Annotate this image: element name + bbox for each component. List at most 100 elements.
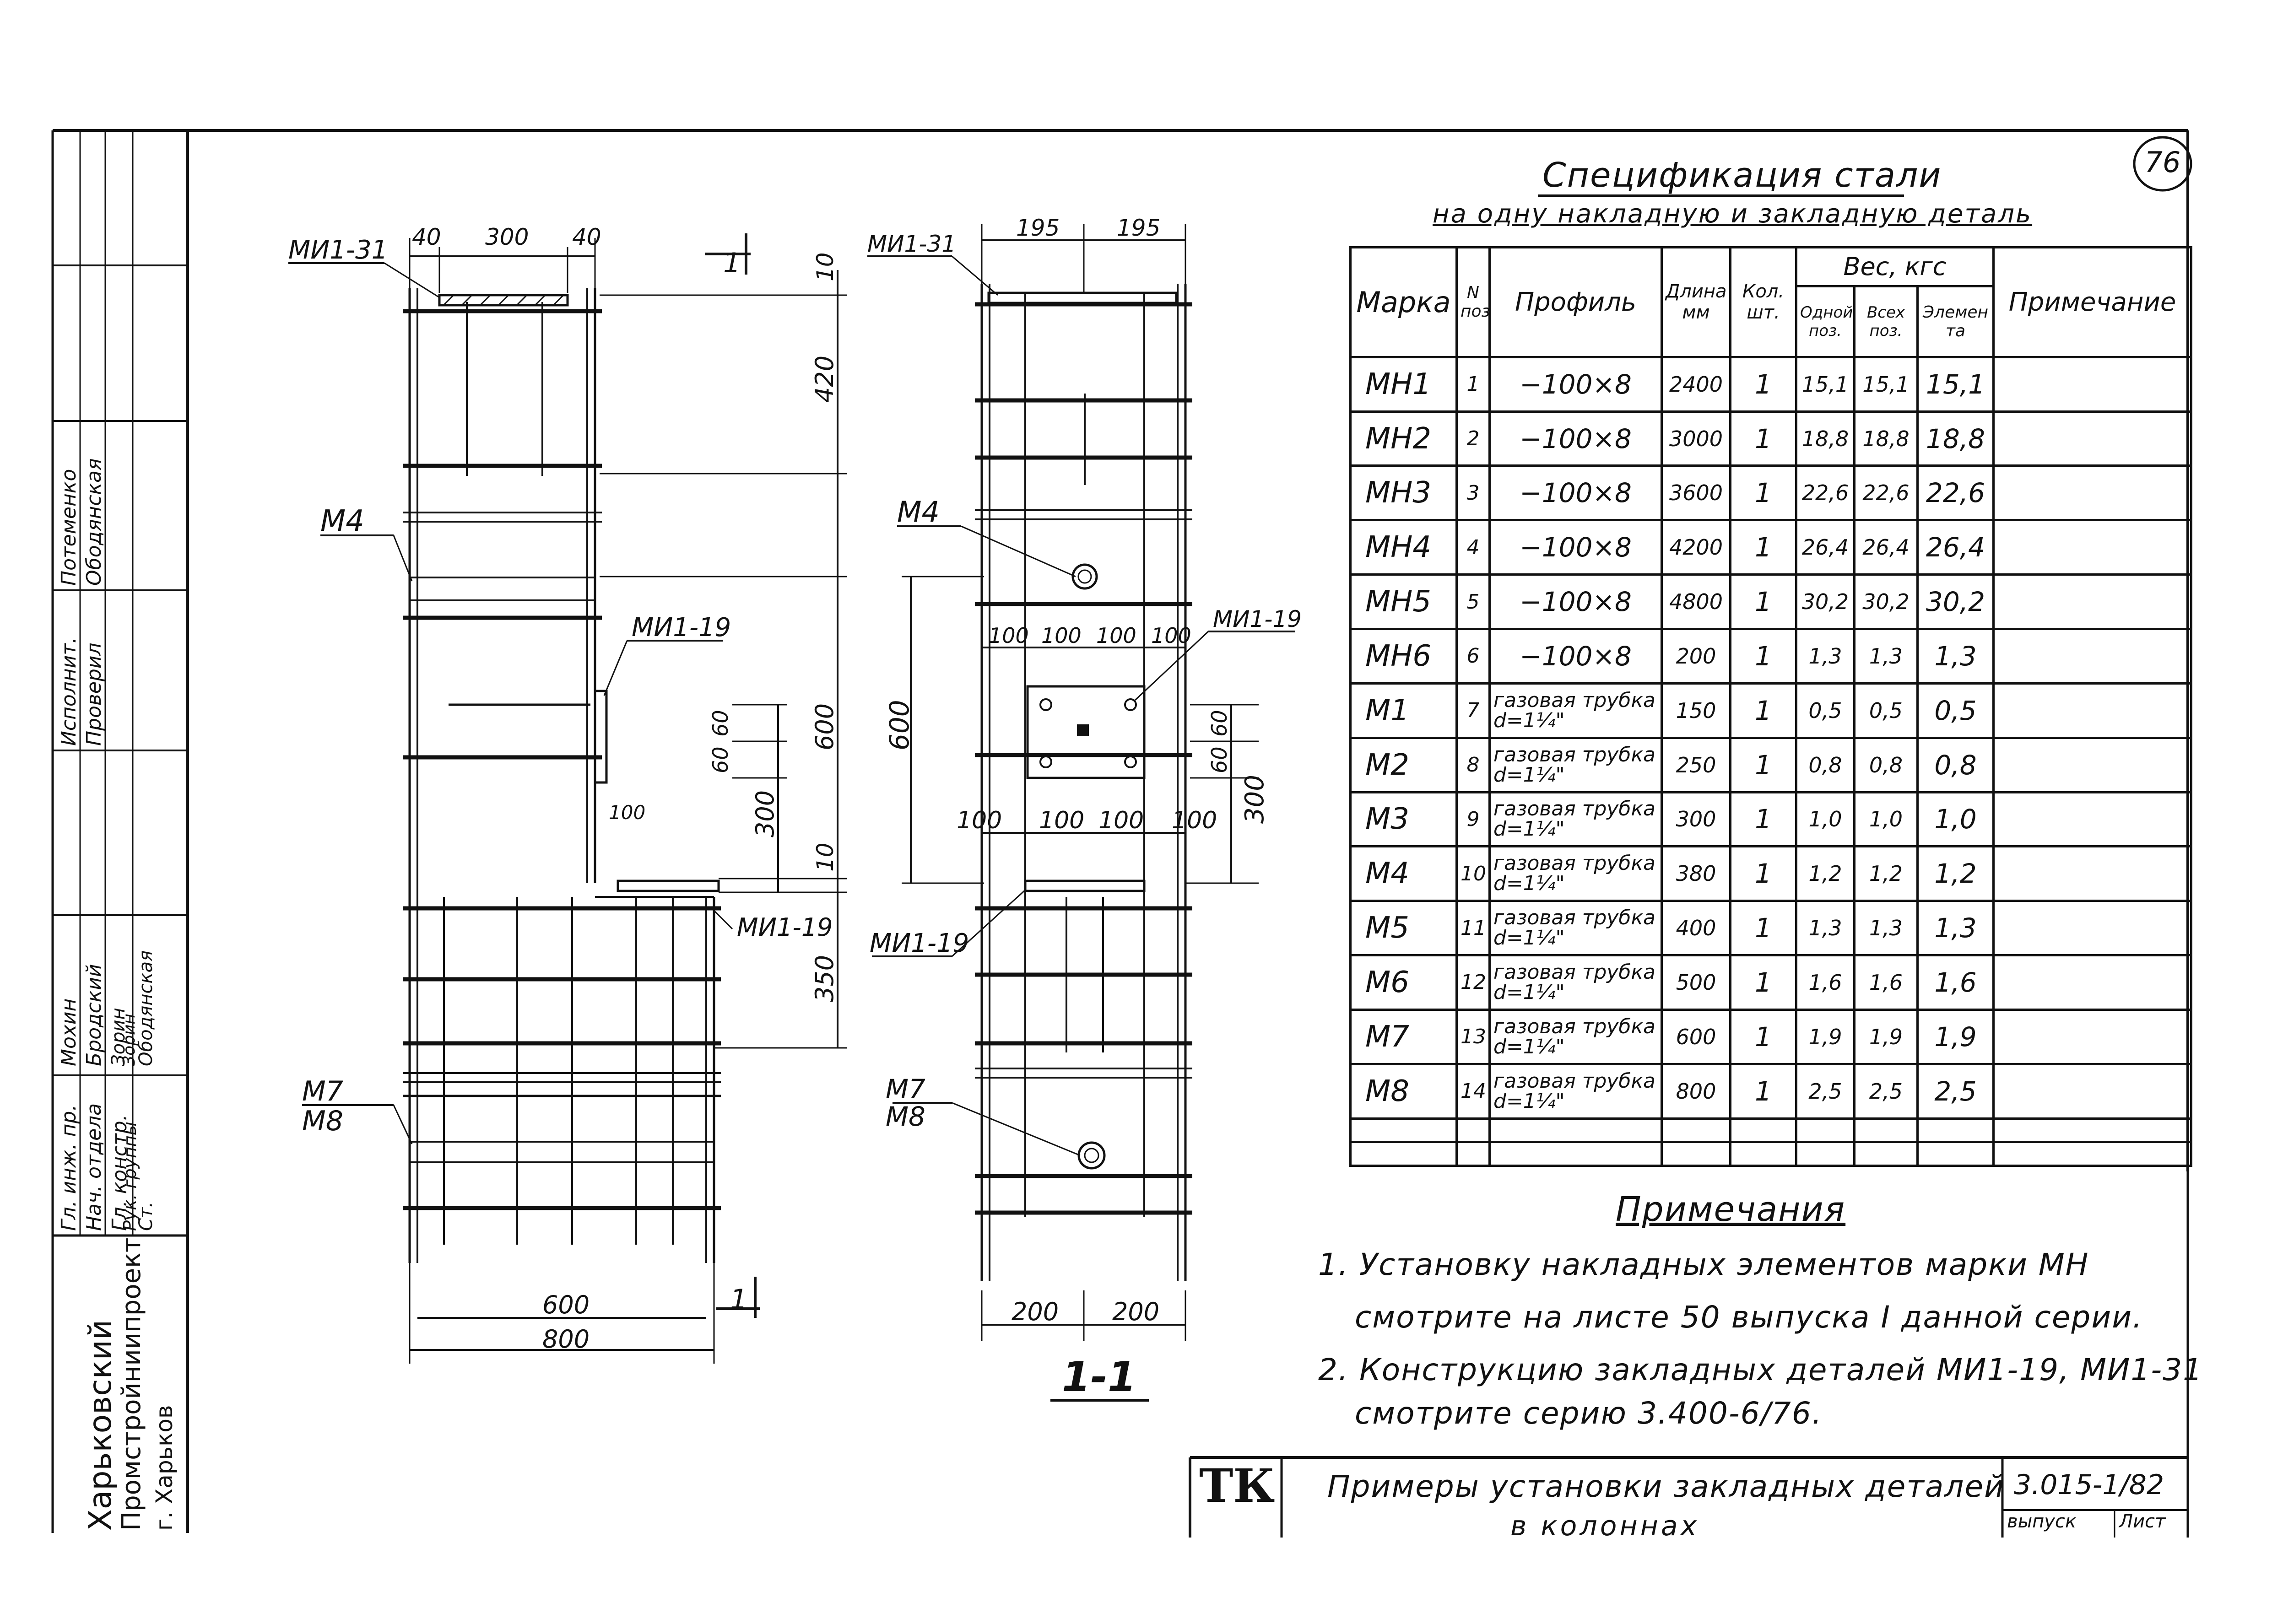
spec-cell-w-all: 1,0 — [1853, 791, 1919, 848]
spec-cell-profile: −100×8 — [1488, 573, 1663, 630]
spec-cell-note — [1992, 519, 2192, 576]
spec-cell-w-all: 18,8 — [1853, 410, 1919, 467]
note-line-1: 1. Установку накладных элементов марки М… — [1318, 1247, 2089, 1282]
spec-empty-cell — [1916, 1141, 1995, 1167]
spec-cell-pos: 1 — [1455, 356, 1491, 413]
spec-cell-w-all: 0,8 — [1853, 736, 1919, 793]
spec-cell-profile: −100×8 — [1488, 519, 1663, 576]
spec-cell-w-one: 18,8 — [1795, 410, 1855, 467]
d1-m4-label: М4 — [320, 504, 364, 538]
col-length: Длина мм — [1661, 246, 1731, 358]
spec-cell-length: 500 — [1661, 954, 1731, 1011]
d2-section-title: 1-1 — [1062, 1353, 1136, 1401]
spec-cell-qty: 1 — [1729, 791, 1797, 848]
spec-cell-pos: 13 — [1455, 1008, 1491, 1065]
spec-cell-length: 800 — [1661, 1063, 1731, 1120]
spec-cell-w-elem: 0,5 — [1916, 682, 1995, 739]
d1-dim-bottom-800: 800 — [542, 1325, 590, 1354]
d2-m7-label: М7 — [886, 1074, 925, 1105]
d2-dim-row2-1: 100 — [1039, 807, 1084, 834]
col-w-one: Одной поз. — [1795, 285, 1855, 358]
spec-cell-note — [1992, 627, 2192, 685]
spec-cell-pos: 9 — [1455, 791, 1491, 848]
spec-title: Спецификация стали — [1542, 156, 1942, 195]
spec-empty-cell — [1916, 1117, 1995, 1144]
title-block-code: 3.015-1/82 — [2014, 1469, 2164, 1501]
spec-cell-note — [1992, 682, 2192, 739]
spec-cell-profile: −100×8 — [1488, 410, 1663, 467]
spec-empty-cell — [1661, 1141, 1731, 1167]
d2-dim-row2-0: 100 — [957, 807, 1002, 834]
spec-cell-w-one: 2,5 — [1795, 1063, 1855, 1120]
spec-cell-w-elem: 0,8 — [1916, 736, 1995, 793]
spec-cell-w-one: 1,2 — [1795, 845, 1855, 902]
spec-cell-w-one: 26,4 — [1795, 519, 1855, 576]
spec-cell-mark: М4 — [1349, 845, 1458, 902]
spec-cell-length: 200 — [1661, 627, 1731, 685]
spec-cell-profile: газовая трубка d=1¼" — [1488, 900, 1663, 957]
d2-dim-row2-2: 100 — [1098, 807, 1144, 834]
spec-cell-length: 3000 — [1661, 410, 1731, 467]
spec-cell-qty: 1 — [1729, 1063, 1797, 1120]
spec-cell-qty: 1 — [1729, 1008, 1797, 1065]
spec-cell-note — [1992, 1008, 2192, 1065]
spec-cell-profile: −100×8 — [1488, 464, 1663, 522]
spec-cell-w-elem: 1,6 — [1916, 954, 1995, 1011]
spec-cell-w-one: 1,0 — [1795, 791, 1855, 848]
d2-top-plate-label: МИ1-31 — [867, 231, 956, 257]
spec-cell-w-elem: 1,9 — [1916, 1008, 1995, 1065]
spec-cell-profile: −100×8 — [1488, 356, 1663, 413]
d1-dim-inner-100: 100 — [609, 801, 645, 824]
spec-cell-length: 4800 — [1661, 573, 1731, 630]
spec-cell-w-all: 30,2 — [1853, 573, 1919, 630]
spec-empty-cell — [1992, 1117, 2192, 1144]
notes-title: Примечания — [1616, 1190, 1846, 1229]
d1-dim-v-600: 600 — [810, 703, 839, 750]
spec-cell-w-one: 22,6 — [1795, 464, 1855, 522]
spec-cell-qty: 1 — [1729, 573, 1797, 630]
spec-cell-pos: 11 — [1455, 900, 1491, 957]
d2-m8-label: М8 — [886, 1101, 925, 1132]
d2-dim-top-195a: 195 — [1016, 215, 1060, 241]
spec-cell-note — [1992, 410, 2192, 467]
spec-cell-w-elem: 22,6 — [1916, 464, 1995, 522]
col-mark: Марка — [1349, 246, 1458, 358]
spec-cell-w-one: 0,8 — [1795, 736, 1855, 793]
spec-cell-pos: 14 — [1455, 1063, 1491, 1120]
col-qty: Кол. шт. — [1729, 246, 1797, 358]
spec-cell-length: 4200 — [1661, 519, 1731, 576]
d2-m4-label: М4 — [897, 495, 940, 529]
spec-cell-w-one: 1,3 — [1795, 900, 1855, 957]
d2-dim-row1-1: 100 — [1041, 623, 1082, 648]
spec-empty-cell — [1992, 1141, 2192, 1167]
spec-cell-mark: М3 — [1349, 791, 1458, 848]
spec-cell-w-all: 1,9 — [1853, 1008, 1919, 1065]
d2-dim-row1-2: 100 — [1096, 623, 1136, 648]
spec-cell-mark: М5 — [1349, 900, 1458, 957]
spec-cell-mark: МН6 — [1349, 627, 1458, 685]
spec-cell-w-one: 15,1 — [1795, 356, 1855, 413]
spec-cell-note — [1992, 845, 2192, 902]
spec-cell-mark: М6 — [1349, 954, 1458, 1011]
spec-cell-w-one: 1,3 — [1795, 627, 1855, 685]
d2-dim-row1-0: 100 — [989, 623, 1029, 648]
spec-cell-mark: М8 — [1349, 1063, 1458, 1120]
spec-cell-w-one: 1,6 — [1795, 954, 1855, 1011]
note-line-2: смотрите на листе 50 выпуска I данной се… — [1355, 1300, 2143, 1335]
d1-mid-plate-label: МИ1-19 — [632, 613, 731, 642]
spec-cell-w-all: 22,6 — [1853, 464, 1919, 522]
spec-cell-mark: МН2 — [1349, 410, 1458, 467]
spec-empty-cell — [1729, 1117, 1797, 1144]
spec-cell-qty: 1 — [1729, 736, 1797, 793]
d1-dim-top-40a: 40 — [412, 224, 441, 250]
d1-dim-v-60a: 60 — [708, 710, 733, 737]
spec-empty-row — [1349, 1117, 2192, 1144]
spec-cell-qty: 1 — [1729, 954, 1797, 1011]
d1-m7-label: М7 — [302, 1075, 343, 1107]
